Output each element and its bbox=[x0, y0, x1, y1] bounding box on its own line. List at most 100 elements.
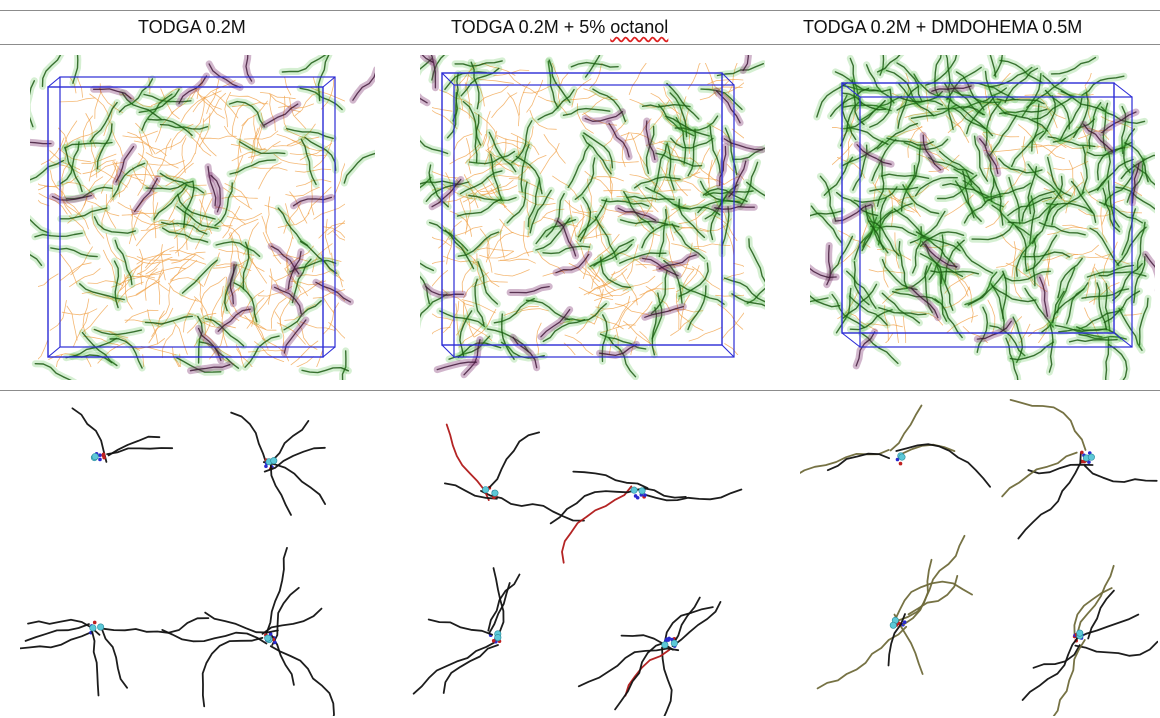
molecule-chain bbox=[204, 611, 279, 634]
column-title-2: TODGA 0.2M + 5% octanol bbox=[451, 17, 669, 37]
box-edge bbox=[322, 76, 336, 88]
molecule-chain bbox=[1032, 644, 1081, 669]
header-bottom-rule bbox=[0, 44, 1160, 45]
molecule-chain bbox=[271, 586, 300, 646]
molecule-chain bbox=[445, 423, 490, 501]
box-edge bbox=[721, 72, 735, 86]
molecule-chain bbox=[269, 463, 292, 516]
oxygen-atom bbox=[92, 620, 97, 625]
molecule-chain bbox=[889, 404, 923, 452]
molecule-chain bbox=[1027, 463, 1094, 475]
box-edge bbox=[841, 82, 861, 98]
water-ion bbox=[482, 486, 490, 494]
molecule-chain bbox=[488, 431, 541, 488]
molecule-chain bbox=[826, 452, 890, 472]
molecule-chain bbox=[671, 600, 722, 648]
water-ion bbox=[491, 489, 499, 497]
molecule-chain bbox=[1074, 640, 1158, 657]
column-title-3: TODGA 0.2M + DMDOHEMA 0.5M bbox=[803, 17, 1083, 37]
box-front-face bbox=[841, 82, 1115, 334]
molecule-chain bbox=[90, 629, 100, 697]
box-edge bbox=[841, 332, 861, 348]
molecule-chain bbox=[572, 470, 649, 489]
water-ion bbox=[1087, 453, 1095, 461]
molecule-chain bbox=[1087, 589, 1115, 640]
sim-box-todga-dmdohema-render bbox=[810, 55, 1155, 380]
column-title-1: TODGA 0.2M bbox=[138, 17, 246, 37]
molecule-chain bbox=[895, 443, 992, 488]
molecule-chain bbox=[262, 461, 327, 505]
box-edge bbox=[1113, 82, 1133, 98]
molecule-chain bbox=[492, 567, 505, 634]
molecule-chain bbox=[1052, 639, 1086, 716]
molecule-chain bbox=[106, 447, 174, 455]
molecule-chain bbox=[480, 490, 585, 522]
aggregates-todga-octanol bbox=[410, 398, 780, 716]
molecule-chain bbox=[663, 606, 714, 645]
nitrogen-atom bbox=[98, 453, 102, 458]
molecule-chain bbox=[161, 628, 268, 645]
molecule-chain bbox=[442, 644, 499, 694]
molecule-chain bbox=[261, 607, 323, 635]
top-rule bbox=[0, 10, 1160, 11]
water-ion bbox=[89, 624, 97, 632]
molecule-chain bbox=[230, 411, 268, 466]
molecule-chain bbox=[816, 625, 908, 690]
water-ion bbox=[638, 487, 646, 495]
oxygen-atom bbox=[101, 453, 106, 458]
water-ion bbox=[270, 457, 278, 465]
molecule-chain bbox=[644, 488, 743, 502]
molecule-chain bbox=[903, 534, 966, 626]
water-ion bbox=[670, 639, 678, 647]
water-ion bbox=[661, 641, 669, 649]
molecule-chain bbox=[427, 618, 494, 636]
molecule-chain bbox=[614, 641, 668, 711]
box-back-face bbox=[59, 76, 336, 348]
sim-box-todga bbox=[30, 55, 375, 380]
molecule-chain bbox=[269, 645, 335, 716]
aggregates-todga-render bbox=[20, 407, 335, 716]
molecule-chain bbox=[577, 647, 680, 688]
box-edge bbox=[322, 346, 336, 358]
water-ion bbox=[630, 486, 638, 494]
box-edge bbox=[1113, 332, 1133, 348]
molecule-chain bbox=[1076, 564, 1115, 634]
nitrogen-atom bbox=[1087, 460, 1091, 464]
molecule-chain bbox=[102, 617, 210, 634]
molecule-chain bbox=[1017, 451, 1082, 540]
nitrogen-atom bbox=[895, 457, 900, 462]
molecule-chain bbox=[265, 546, 288, 634]
molecule-chain bbox=[549, 488, 640, 525]
molecule-chain bbox=[1073, 587, 1113, 638]
molecule-chain bbox=[1021, 635, 1081, 701]
water-ion bbox=[97, 623, 105, 631]
molecule-chain bbox=[901, 443, 956, 455]
molecule-chain bbox=[893, 580, 974, 622]
molecule-chain bbox=[1075, 613, 1140, 640]
sim-box-todga-render bbox=[30, 55, 375, 380]
molecule-chain bbox=[71, 407, 108, 463]
molecule-chain bbox=[444, 482, 498, 500]
box-edge bbox=[441, 344, 455, 358]
molecule-chain bbox=[20, 630, 93, 650]
box-edge bbox=[47, 346, 61, 358]
molecule-chain bbox=[100, 627, 128, 689]
nitrogen-atom bbox=[902, 620, 907, 624]
box-front-face bbox=[441, 72, 723, 346]
aggregates-todga bbox=[20, 398, 380, 716]
solvent-layer bbox=[832, 73, 1142, 343]
molecule-chain bbox=[661, 646, 673, 716]
nitrogen-atom bbox=[666, 638, 671, 642]
molecule-chain bbox=[671, 596, 701, 646]
aggregates-todga-dmdohema bbox=[800, 398, 1158, 716]
aggregates-todga-dmdohema-render bbox=[800, 399, 1158, 716]
water-ion bbox=[1076, 629, 1084, 637]
nitrogen-atom bbox=[273, 640, 277, 645]
nitrogen-atom bbox=[643, 493, 647, 497]
box-back-face bbox=[453, 84, 735, 358]
sim-box-todga-dmdohema bbox=[810, 55, 1155, 380]
water-ion bbox=[898, 453, 906, 461]
molecule-chain bbox=[624, 648, 671, 697]
column-header-row: TODGA 0.2M TODGA 0.2M + 5% octanol TODGA… bbox=[0, 0, 1160, 46]
molecule-chain bbox=[24, 623, 90, 642]
